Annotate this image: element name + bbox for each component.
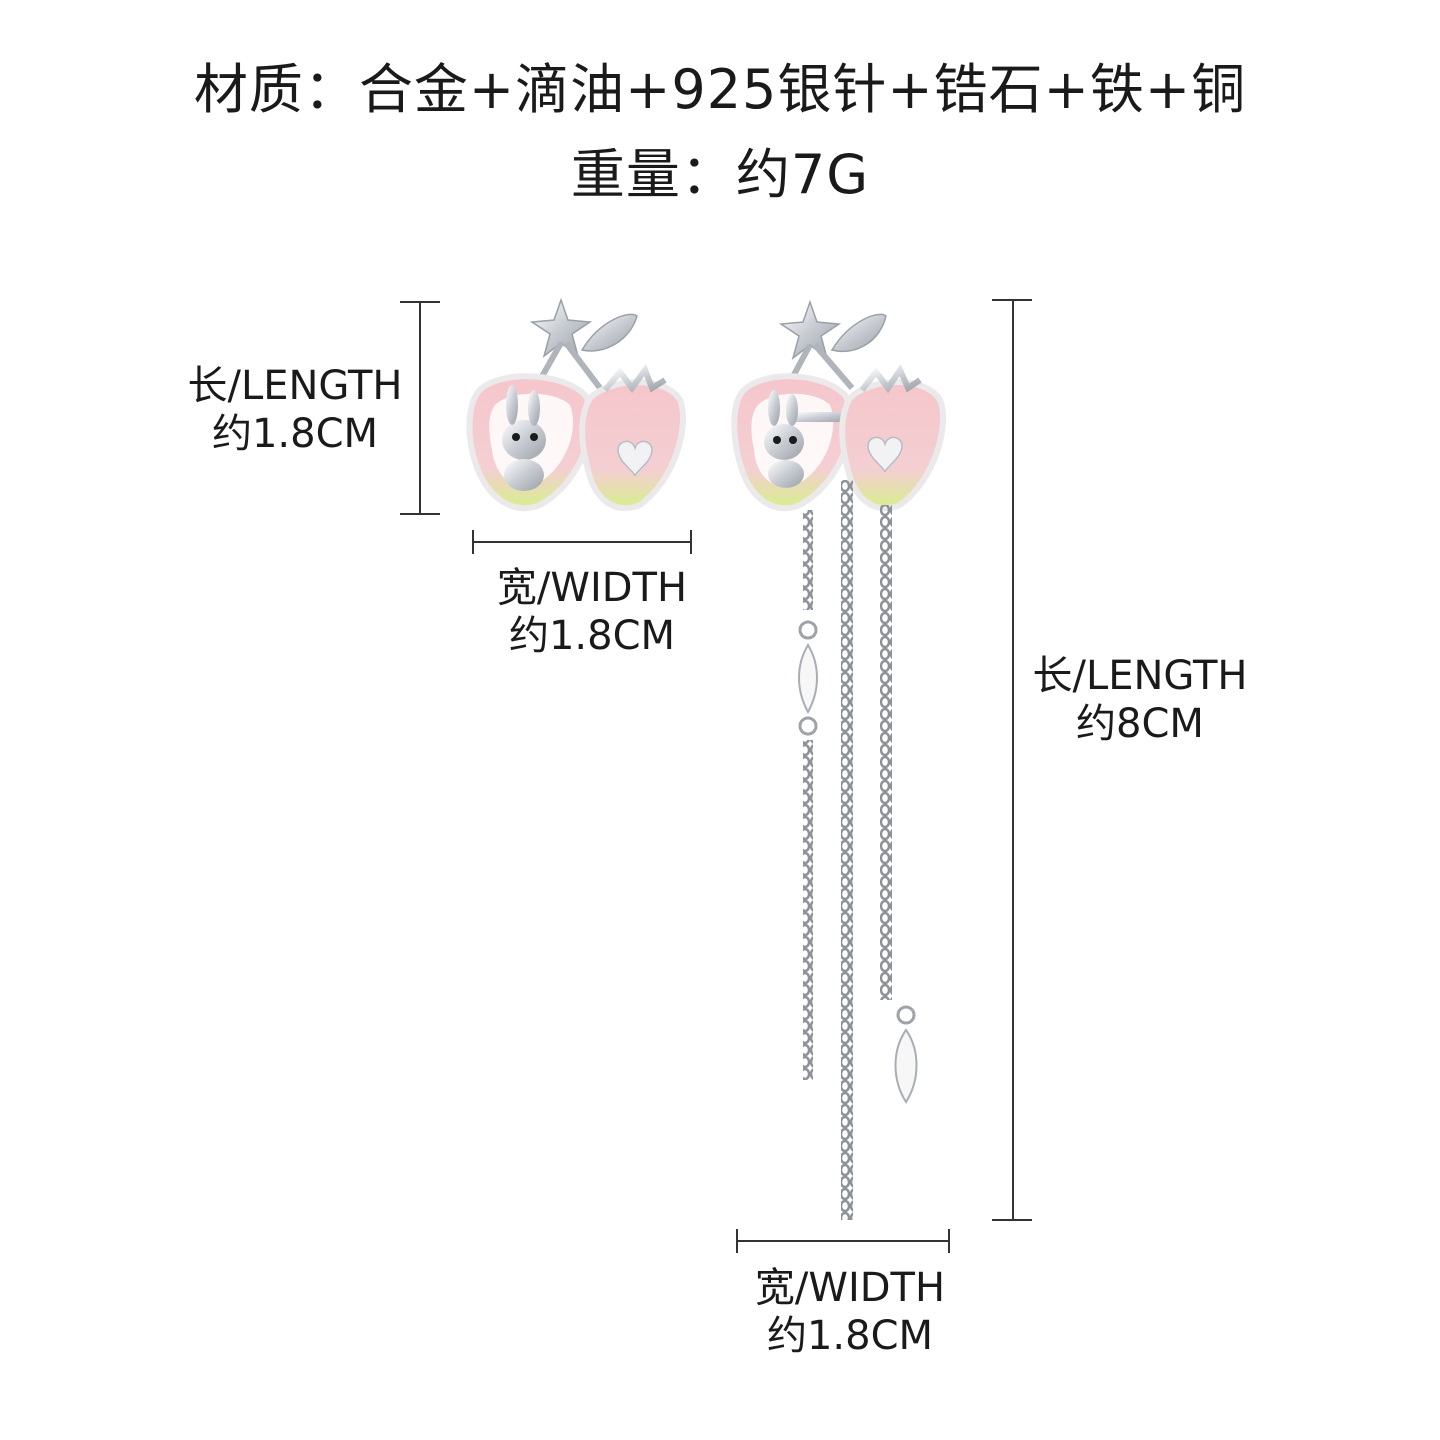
drop-width-cap-right (948, 1229, 950, 1253)
drop-width-line (737, 1240, 949, 1242)
drop-length-cap-top (992, 299, 1032, 301)
stud-width-cap-right (690, 530, 692, 554)
drop-width-label: 宽/WIDTH (754, 1265, 946, 1311)
chain-middle (841, 480, 853, 1220)
stud-length-line (419, 302, 421, 514)
weight-title: 重量：约7G (570, 143, 870, 206)
drop-width-value: 约1.8CM (766, 1313, 934, 1359)
stud-length-value: 约1.8CM (211, 411, 379, 457)
drop-length-cap-bottom (992, 1219, 1032, 1221)
drop-length-label: 长/LENGTH (1032, 653, 1248, 699)
stud-earring (466, 297, 686, 512)
stud-length-text: 长/LENGTH 约1.8CM (170, 362, 420, 458)
stud-length-label: 长/LENGTH (187, 363, 403, 409)
bunny-icon (502, 385, 546, 491)
stud-width-cap-left (472, 530, 474, 554)
stud-heart-gem-icon (617, 440, 653, 477)
stud-width-line (473, 541, 691, 543)
drop-earring (731, 299, 946, 1220)
drop-length-text: 长/LENGTH 约8CM (1020, 652, 1260, 748)
chain-left-upper (803, 510, 813, 610)
marquise-gem-right-icon (894, 1028, 918, 1104)
drop-leaf-icon (830, 313, 887, 353)
stud-leaf-icon (580, 313, 638, 352)
stud-length-cap-top (400, 301, 440, 303)
stud-length-cap-bottom (400, 513, 440, 515)
drop-bunny-icon (764, 390, 804, 488)
marquise-gem-left-icon (798, 643, 818, 715)
drop-length-value: 约8CM (1076, 701, 1204, 747)
stud-width-label: 宽/WIDTH (496, 565, 688, 611)
stud-width-text: 宽/WIDTH 约1.8CM (472, 564, 712, 660)
material-title: 材质：合金+滴油+925银针+锆石+铁+铜 (193, 58, 1247, 121)
chain-right-upper (880, 505, 892, 1000)
drop-length-line (1012, 300, 1014, 1220)
chain-left-lower (803, 740, 813, 1080)
drop-heart-gem-icon (867, 436, 903, 473)
drop-width-text: 宽/WIDTH 约1.8CM (740, 1264, 960, 1360)
stud-width-value: 约1.8CM (508, 613, 676, 659)
drop-width-cap-left (736, 1229, 738, 1253)
